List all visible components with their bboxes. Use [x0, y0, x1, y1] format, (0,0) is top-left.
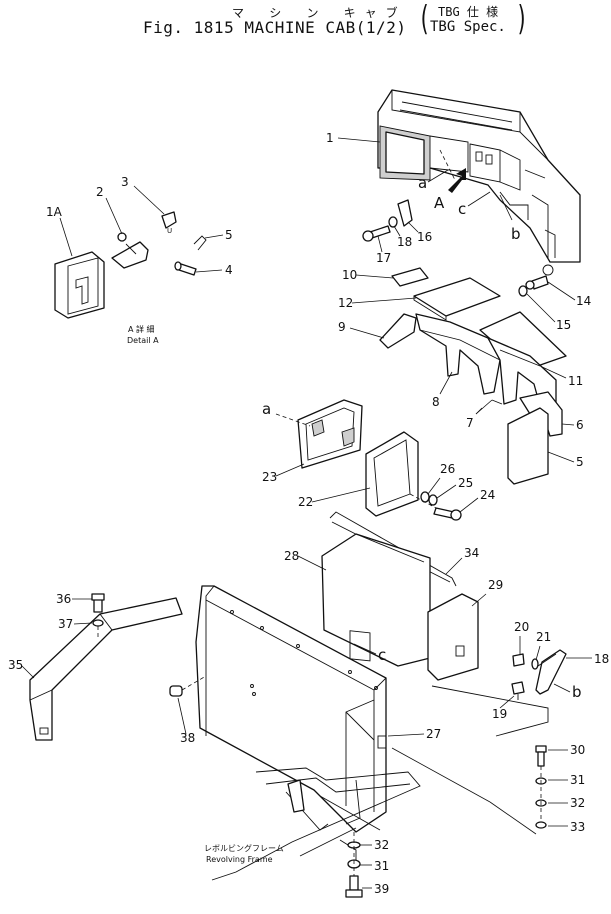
callout-22: 21: [536, 630, 551, 644]
latch-19: [535, 649, 567, 695]
washer-34: [535, 821, 547, 829]
callout-12: 11: [568, 374, 583, 388]
washer-22: [531, 658, 539, 670]
callout-27: 26: [440, 462, 455, 476]
callout-19: 18: [594, 652, 609, 666]
svg-text:U: U: [167, 227, 172, 235]
open-paren: (: [420, 0, 429, 39]
pin-5: [193, 235, 207, 251]
washer-38: [92, 619, 104, 627]
bracket-23: [365, 431, 419, 517]
callout-1A: 1A: [46, 205, 63, 219]
callout-20: 19: [492, 707, 507, 721]
callout-26: 25: [458, 476, 473, 490]
spec-japanese: TBG 仕 様: [438, 5, 499, 19]
callout-33-bottom: 32: [374, 838, 389, 852]
callout-33-right: 32: [570, 796, 585, 810]
figure-title: Fig. 1815 MACHINE CAB(1/2): [143, 18, 407, 37]
letter-c-bottom: c: [378, 646, 386, 664]
callout-38: 37: [58, 617, 73, 631]
handrail-36: [29, 597, 183, 741]
side-panel-30: [427, 593, 479, 681]
rear-panel-29: [321, 533, 431, 667]
callout-5: 5: [225, 228, 233, 242]
callout-30: 29: [488, 578, 503, 592]
callout-32-right: 31: [570, 773, 585, 787]
callout-11: 10: [342, 268, 357, 282]
callout-10: 9: [338, 320, 346, 334]
callout-25: 24: [480, 488, 495, 502]
bolt-31-right: [535, 745, 547, 767]
clip-3: U: [161, 211, 177, 235]
callout-29: 28: [284, 549, 299, 563]
ceiling-panel-13: [413, 277, 501, 321]
callout-8: 7: [466, 416, 474, 430]
window-frame-24: [297, 399, 363, 469]
callout-13: 12: [338, 296, 353, 310]
callout-39: 38: [180, 731, 195, 745]
washer-18: [388, 216, 398, 228]
pin-4: [174, 261, 197, 276]
bolt-21: [512, 653, 525, 667]
callout-15: 15: [556, 318, 571, 332]
bolt-31-bottom: [345, 875, 363, 898]
callout-31-right: 30: [570, 743, 585, 757]
bolt-37: [91, 593, 105, 613]
title-japanese: マ シ ン キャブ: [232, 6, 407, 20]
callout-7: 6: [576, 418, 584, 432]
frame-label-en: Revolving Frame: [206, 855, 273, 864]
bolt-17: [362, 225, 391, 242]
pad-11: [391, 267, 429, 287]
trim-10: [379, 313, 417, 349]
letter-c-top: c: [458, 200, 466, 218]
callout-36: 35: [8, 658, 23, 672]
revolving-frame: [211, 767, 421, 881]
letter-A: A: [434, 194, 445, 212]
callout-35: 34: [464, 546, 479, 560]
callout-4: 4: [225, 263, 233, 277]
callout-9: 8: [432, 395, 440, 409]
detail-a-label-jp: A 詳 細: [128, 324, 155, 334]
bracket-16: [397, 199, 413, 227]
detail-a-cover-1a: [54, 251, 105, 319]
letter-b-top: b: [511, 225, 521, 243]
bolt-20: [511, 681, 525, 700]
spec-english: TBG Spec.: [430, 19, 506, 35]
trim-8: [487, 337, 557, 407]
cab-body-28: [195, 585, 387, 833]
cab-roof-part: [377, 89, 581, 276]
callout-16: 16: [417, 230, 432, 244]
washer-27: [420, 491, 430, 503]
close-paren: ): [517, 0, 526, 39]
bolt-25: [433, 507, 462, 521]
callout-2: 2: [96, 185, 104, 199]
callout-18: 18: [397, 235, 412, 249]
callout-17: 17: [376, 251, 391, 265]
detail-a-label-en: Detail A: [127, 336, 159, 345]
callout-23: 22: [298, 495, 313, 509]
letter-a-top: a: [418, 174, 427, 192]
callout-1: 1: [326, 131, 334, 145]
hinge-2: [111, 232, 149, 269]
bolt-14: [525, 275, 549, 290]
plug-39: [169, 685, 183, 697]
callout-24: 23: [262, 470, 277, 484]
view-arrow-a: [448, 168, 466, 193]
washer-15: [518, 285, 528, 297]
side-panel-6: [507, 407, 549, 485]
callout-28: 27: [426, 727, 441, 741]
washer-26: [428, 494, 438, 506]
callout-31-bottom: 39: [374, 882, 389, 896]
callout-37: 36: [56, 592, 71, 606]
letter-a-mid: a: [262, 400, 271, 418]
callout-32-bottom: 31: [374, 859, 389, 873]
callout-6: 5: [576, 455, 584, 469]
letter-b-bottom: b: [572, 683, 582, 701]
frame-label-jp: レボルビングフレーム: [204, 843, 284, 853]
callout-3: 3: [121, 175, 129, 189]
callout-34: 33: [570, 820, 585, 834]
callout-14: 14: [576, 294, 591, 308]
callout-21: 20: [514, 620, 529, 634]
